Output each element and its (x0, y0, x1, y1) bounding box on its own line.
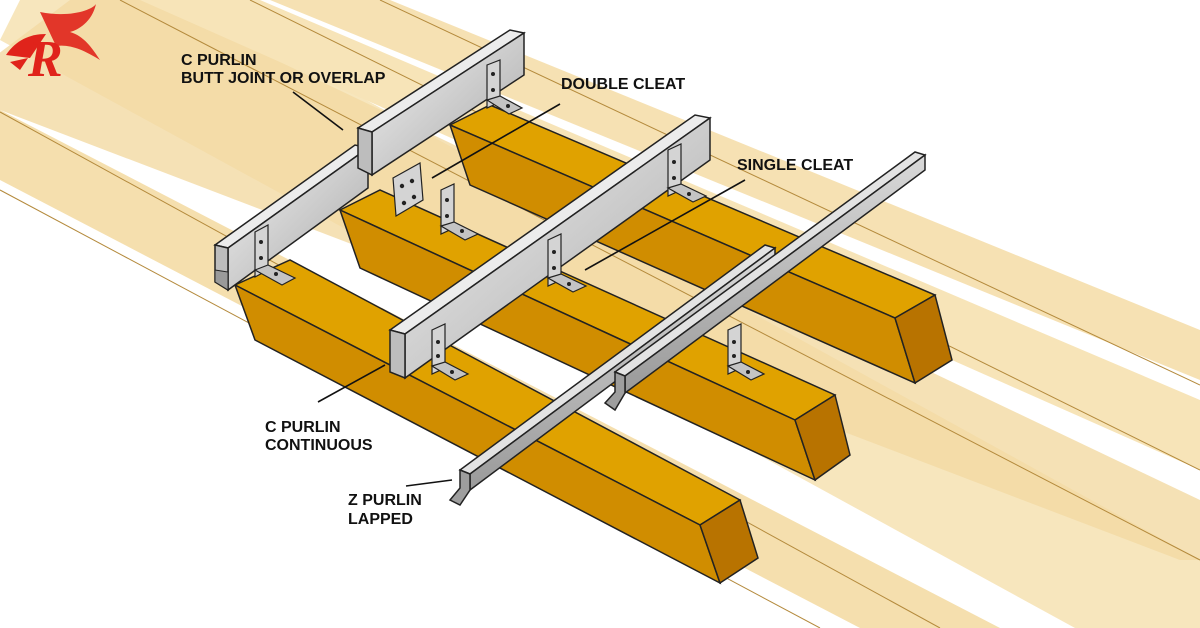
label-z-purlin-line2: LAPPED (348, 511, 413, 528)
label-c-purlin-cont-line1: C PURLIN (265, 419, 341, 436)
leader-butt-joint (292, 91, 344, 131)
label-c-purlin-cont-line2: CONTINUOUS (265, 437, 373, 454)
cleat (392, 162, 424, 218)
cleat (439, 183, 480, 241)
cleat (430, 323, 470, 381)
cleat (546, 233, 588, 293)
labels: C PURLIN BUTT JOINT OR OVERLAP DOUBLE CL… (181, 52, 853, 528)
cleat (726, 323, 766, 381)
leader-double-cleat (431, 103, 561, 179)
label-single-cleat: SINGLE CLEAT (737, 157, 853, 174)
leader-z-purlin (405, 479, 453, 487)
label-c-purlin-butt-line2: BUTT JOINT OR OVERLAP (181, 70, 386, 87)
logo-letter: R (27, 31, 63, 88)
leader-lines (292, 91, 746, 487)
rafter-back (448, 104, 953, 385)
cleat (253, 223, 297, 286)
label-double-cleat: DOUBLE CLEAT (561, 76, 685, 93)
rafter-middle (338, 189, 851, 482)
cleats (253, 59, 766, 381)
label-z-purlin-line1: Z PURLIN (348, 492, 422, 509)
leader-single-cleat (584, 179, 746, 271)
logo: R (6, 4, 100, 88)
label-c-purlin-butt-line1: C PURLIN (181, 52, 257, 69)
z-purlin-lapped (448, 151, 927, 506)
cleat (666, 143, 708, 203)
cleat (485, 59, 524, 115)
leader-c-continuous (317, 364, 386, 403)
